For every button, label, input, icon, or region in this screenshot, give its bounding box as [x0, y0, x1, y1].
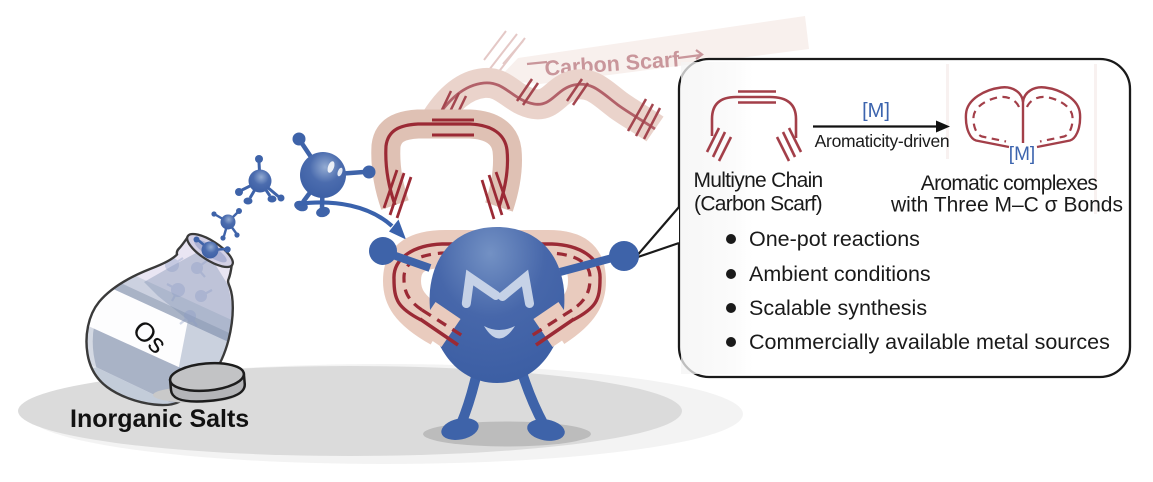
svg-text:[M]: [M] — [862, 100, 890, 122]
svg-text:[M]: [M] — [1009, 144, 1035, 165]
svg-text:One-pot reactions: One-pot reactions — [749, 227, 920, 251]
svg-text:Aromaticity-driven: Aromaticity-driven — [815, 131, 950, 151]
svg-text:Scalable synthesis: Scalable synthesis — [749, 296, 927, 320]
svg-text:Commercially available metal s: Commercially available metal sources — [749, 330, 1110, 354]
svg-text:(Carbon Scarf): (Carbon Scarf) — [694, 193, 822, 216]
svg-text:Multiyne Chain: Multiyne Chain — [693, 169, 822, 192]
svg-text:with Three M–C σ Bonds: with Three M–C σ Bonds — [890, 194, 1123, 217]
svg-text:Aromatic complexes: Aromatic complexes — [921, 172, 1098, 195]
svg-text:Ambient conditions: Ambient conditions — [749, 262, 931, 286]
svg-text:Inorganic Salts: Inorganic Salts — [70, 405, 249, 433]
